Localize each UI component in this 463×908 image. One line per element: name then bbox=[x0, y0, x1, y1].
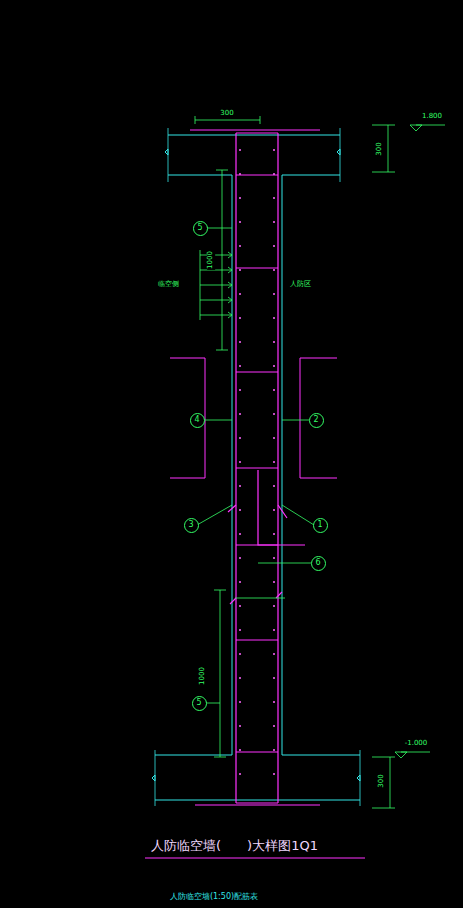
rebar-dot bbox=[273, 461, 275, 463]
rebar-dot bbox=[239, 437, 241, 439]
rebar-dot bbox=[273, 413, 275, 415]
drawing-label: 1000 bbox=[207, 250, 215, 270]
rebar-dot bbox=[273, 629, 275, 631]
rebar-dot bbox=[239, 317, 241, 319]
rebar-dot bbox=[239, 533, 241, 535]
callout-number: 4 bbox=[194, 416, 199, 424]
rebar-dot bbox=[273, 701, 275, 703]
tie-bar bbox=[236, 545, 278, 546]
rebar-dot bbox=[239, 461, 241, 463]
callout-number: 5 bbox=[197, 224, 202, 232]
drawing-label: 300 bbox=[376, 141, 384, 156]
rebar-dot bbox=[273, 245, 275, 247]
rebar-dot bbox=[273, 437, 275, 439]
rebar-dot bbox=[239, 413, 241, 415]
rebar-dot bbox=[239, 293, 241, 295]
rebar-dot bbox=[273, 293, 275, 295]
tie-bar bbox=[236, 752, 278, 753]
rebar-dot bbox=[239, 485, 241, 487]
rebar-dot bbox=[273, 365, 275, 367]
callout-number: 3 bbox=[188, 521, 193, 529]
rebar-dot bbox=[273, 605, 275, 607]
rebar-dot bbox=[239, 653, 241, 655]
callout-circle: 3 bbox=[184, 518, 199, 533]
rebar-dot bbox=[239, 509, 241, 511]
rebar-dot bbox=[273, 197, 275, 199]
rebar-dot bbox=[273, 749, 275, 751]
rebar-dot bbox=[273, 533, 275, 535]
rebar-dot bbox=[273, 485, 275, 487]
callout-number: 6 bbox=[315, 559, 320, 567]
drawing-label: 临空侧 bbox=[157, 281, 180, 289]
rebar-dot bbox=[273, 173, 275, 175]
rebar-dot bbox=[239, 749, 241, 751]
concrete-outline bbox=[152, 128, 360, 806]
drawing-title: 人防临空墙( )大样图1Q1 bbox=[150, 839, 319, 853]
rebar-dot bbox=[239, 269, 241, 271]
drawing-label: 300 bbox=[378, 773, 386, 788]
rebar-dot bbox=[239, 341, 241, 343]
rebar-dot bbox=[239, 629, 241, 631]
rebar-dot bbox=[273, 317, 275, 319]
rebar-dot bbox=[273, 725, 275, 727]
rebar-dot bbox=[273, 653, 275, 655]
drawing-label: 人防区 bbox=[289, 281, 312, 289]
rebar-dot bbox=[239, 605, 241, 607]
callout-circle: 6 bbox=[311, 556, 326, 571]
callout-circle: 5 bbox=[192, 696, 207, 711]
rebar-dot bbox=[239, 581, 241, 583]
rebar-dot bbox=[239, 245, 241, 247]
rebar-dot bbox=[239, 773, 241, 775]
dimension-lines bbox=[195, 116, 445, 808]
rebar-dot bbox=[273, 677, 275, 679]
callout-number: 2 bbox=[313, 416, 318, 424]
rebar-dot bbox=[273, 389, 275, 391]
drawing-label: 300 bbox=[219, 110, 234, 118]
rebar-dot bbox=[273, 509, 275, 511]
drawing-label: -1.000 bbox=[404, 740, 429, 748]
tie-bar bbox=[236, 372, 278, 373]
drawing-label: 1000 bbox=[199, 666, 207, 686]
drawing-label: 人防临空墙(1:50)配筋表 bbox=[169, 893, 259, 902]
callout-number: 1 bbox=[317, 521, 322, 529]
rebar-dot bbox=[239, 173, 241, 175]
rebar-dot bbox=[239, 389, 241, 391]
rebar-dot bbox=[273, 581, 275, 583]
callout-circle: 4 bbox=[190, 413, 205, 428]
title-underline bbox=[145, 858, 365, 859]
callout-circle: 2 bbox=[309, 413, 324, 428]
rebar-dot bbox=[273, 149, 275, 151]
rebar-dot bbox=[239, 149, 241, 151]
rebar bbox=[170, 130, 337, 805]
rebar-dot bbox=[273, 341, 275, 343]
tie-bar bbox=[236, 268, 278, 269]
drawing-label: 1.800 bbox=[421, 113, 443, 121]
tie-bar bbox=[236, 640, 278, 641]
tie-bar bbox=[236, 175, 278, 176]
rebar-dot bbox=[273, 773, 275, 775]
rebar-dot bbox=[239, 677, 241, 679]
rebar-dot bbox=[239, 197, 241, 199]
callout-circle: 5 bbox=[193, 221, 208, 236]
rebar-dot bbox=[273, 269, 275, 271]
rebar-dots bbox=[239, 149, 275, 775]
rebar-dot bbox=[273, 221, 275, 223]
rebar-dot bbox=[239, 221, 241, 223]
tie-bars bbox=[236, 175, 278, 752]
callout-number: 5 bbox=[196, 699, 201, 707]
callout-circle: 1 bbox=[313, 518, 328, 533]
rebar-dot bbox=[239, 557, 241, 559]
rebar-dot bbox=[239, 701, 241, 703]
rebar-dot bbox=[239, 725, 241, 727]
rebar-dot bbox=[273, 557, 275, 559]
tie-bar bbox=[236, 468, 278, 469]
rebar-dot bbox=[239, 365, 241, 367]
